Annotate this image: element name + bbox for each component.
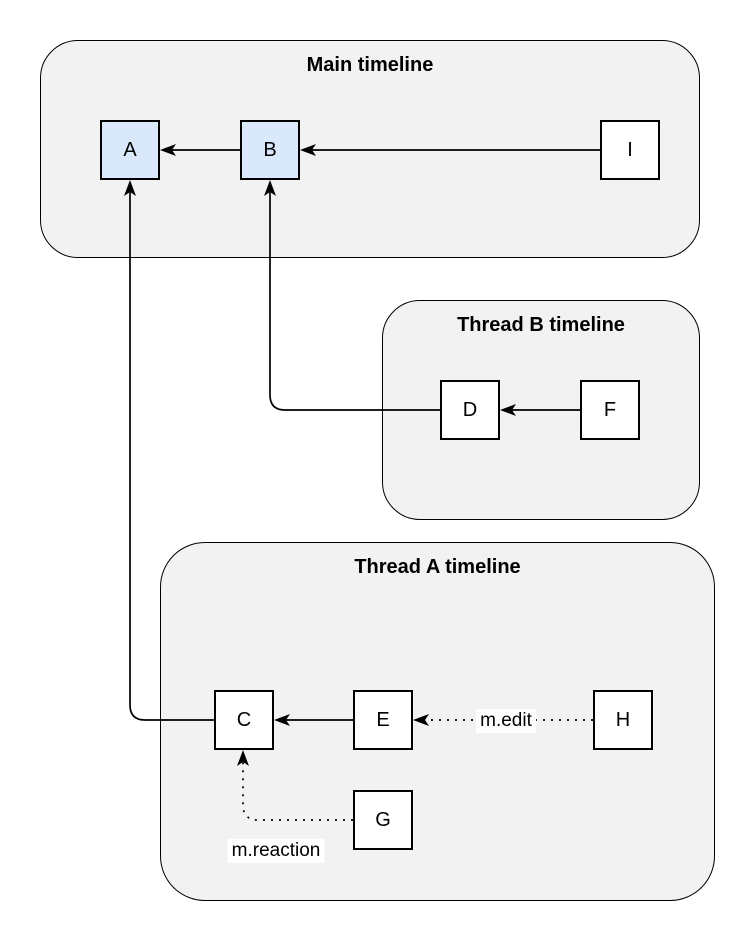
- arrowhead-H-to-E: [413, 714, 429, 726]
- arrowhead-F-to-D: [500, 404, 516, 416]
- node-event-c: C: [214, 690, 274, 750]
- arrowhead-D-to-B: [264, 180, 276, 196]
- node-event-b: B: [240, 120, 300, 180]
- node-event-e: E: [353, 690, 413, 750]
- container-thread-b-timeline-title: Thread B timeline: [457, 314, 625, 336]
- node-event-g: G: [353, 790, 413, 850]
- arrowhead-G-to-C: [237, 750, 249, 766]
- edge-C-to-A: [129, 192, 214, 721]
- arrowhead-B-to-A: [160, 144, 176, 156]
- node-event-i: I: [600, 120, 660, 180]
- arrowhead-I-to-B: [300, 144, 316, 156]
- edge-G-to-C: [242, 762, 353, 821]
- container-thread-a-timeline-title: Thread A timeline: [354, 556, 521, 578]
- node-event-f: F: [580, 380, 640, 440]
- arrowhead-E-to-C: [274, 714, 290, 726]
- edge-label-m-reaction: m.reaction: [227, 839, 325, 863]
- container-main-timeline-title: Main timeline: [306, 54, 434, 76]
- node-event-a: A: [100, 120, 160, 180]
- node-event-h: H: [593, 690, 653, 750]
- arrowhead-C-to-A: [124, 180, 136, 196]
- edge-label-m-edit: m.edit: [476, 709, 536, 733]
- edge-D-to-B: [269, 192, 440, 411]
- node-event-d: D: [440, 380, 500, 440]
